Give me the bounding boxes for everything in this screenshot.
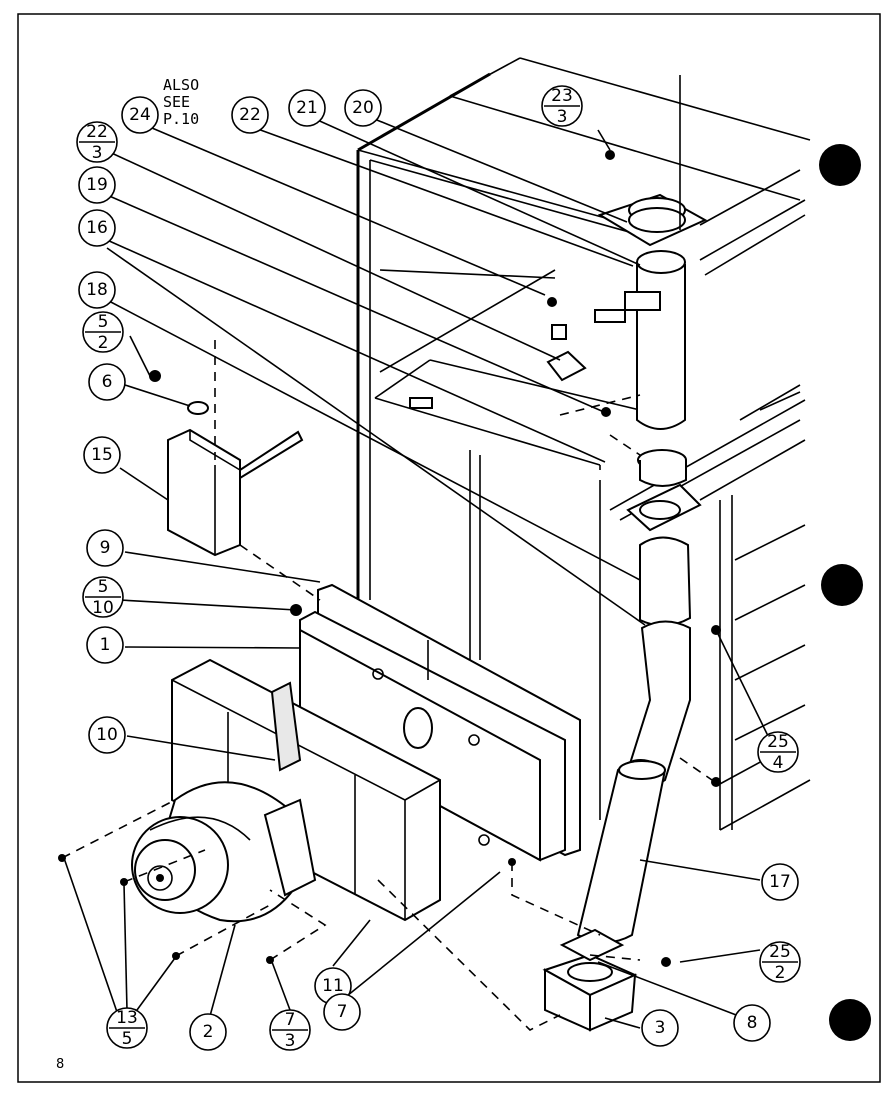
callout-21: 21 [288, 89, 326, 127]
fraction-callout-5-2: 5 2 [82, 311, 124, 353]
fraction-callout-25-4: 25 4 [757, 731, 799, 773]
cabinet-frame [356, 57, 811, 831]
callout-7-label: 7 [337, 1002, 348, 1022]
also-see-note: ALSO SEE P.10 [163, 76, 199, 128]
callout-24: 24 [121, 96, 159, 134]
fraction-25-4-top: 25 [767, 732, 789, 752]
fraction-7-3-top: 7 [285, 1010, 296, 1030]
fraction-callouts: 23 3 22 3 5 2 5 10 25 4 [76, 85, 801, 1051]
fraction-23-3-top: 23 [551, 86, 573, 106]
fraction-callout-7-3: 7 3 [269, 1009, 311, 1051]
callout-19-label: 19 [86, 175, 108, 195]
callout-3: 3 [641, 1009, 679, 1047]
callout-15-label: 15 [91, 445, 113, 465]
callout-6-label: 6 [102, 372, 113, 392]
callout-22: 22 [231, 96, 269, 134]
fraction-25-4-bottom: 4 [773, 753, 784, 773]
blower-assembly [131, 781, 317, 923]
fraction-5-10-bottom: 10 [92, 598, 114, 618]
callout-2: 2 [189, 1013, 227, 1051]
binder-hole-bottom [829, 999, 871, 1041]
callout-1-label: 1 [100, 635, 111, 655]
part-15-box [167, 401, 304, 557]
front-panel [171, 658, 441, 922]
upper-vent-assembly [597, 75, 708, 430]
callout-20: 20 [344, 89, 382, 127]
callout-9: 9 [86, 529, 124, 567]
page-number: 8 [56, 1057, 64, 1072]
callout-17: 17 [761, 863, 799, 901]
callout-22-label: 22 [239, 105, 261, 125]
callout-24-label: 24 [129, 105, 151, 125]
callout-2-label: 2 [203, 1022, 214, 1042]
binder-hole-top [819, 144, 861, 186]
fraction-25-2-bottom: 2 [775, 963, 786, 983]
callouts: 24 22 21 20 19 16 18 6 15 9 1 10 2 11 7 … [78, 89, 799, 1051]
flue-collars [626, 449, 702, 532]
fraction-13-5-bottom: 5 [122, 1029, 133, 1049]
callout-18: 18 [78, 271, 116, 309]
callout-7: 7 [323, 993, 361, 1031]
bottom-collar [542, 928, 638, 1032]
fraction-callout-25-2: 25 2 [759, 941, 801, 983]
fraction-5-2-top: 5 [98, 312, 109, 332]
note-line-2: SEE [163, 93, 190, 111]
callout-10-label: 10 [96, 725, 118, 745]
note-line-1: ALSO [163, 76, 199, 94]
callout-1: 1 [86, 626, 124, 664]
fraction-25-2-top: 25 [769, 942, 791, 962]
leader-lines [63, 117, 771, 1029]
fraction-5-10-top: 5 [98, 577, 109, 597]
callout-6: 6 [88, 363, 126, 401]
fraction-22-3-bottom: 3 [92, 143, 103, 163]
callout-15: 15 [83, 436, 121, 474]
callout-21-label: 21 [296, 98, 318, 118]
fasteners [58, 150, 721, 967]
fraction-7-3-bottom: 3 [285, 1031, 296, 1051]
callout-3-label: 3 [655, 1018, 666, 1038]
binder-hole-middle [821, 564, 863, 606]
callout-16-label: 16 [86, 218, 108, 238]
fraction-callout-22-3: 22 3 [76, 121, 118, 163]
callout-9-label: 9 [100, 538, 111, 558]
flue-pipe-sections [576, 536, 692, 944]
callout-18-label: 18 [86, 280, 108, 300]
note-line-3: P.10 [163, 110, 199, 128]
fraction-callout-23-3: 23 3 [541, 85, 583, 127]
callout-17-label: 17 [769, 872, 791, 892]
fraction-13-5-top: 13 [116, 1008, 138, 1028]
fraction-22-3-top: 22 [86, 122, 108, 142]
callout-19: 19 [78, 166, 116, 204]
callout-20-label: 20 [352, 98, 374, 118]
fraction-23-3-bottom: 3 [557, 107, 568, 127]
fraction-5-2-bottom: 2 [98, 333, 109, 353]
callout-8-label: 8 [747, 1013, 758, 1033]
callout-8: 8 [733, 1004, 771, 1042]
callout-10: 10 [88, 716, 126, 754]
callout-11-label: 11 [322, 976, 344, 996]
fraction-callout-13-5: 13 5 [106, 1007, 148, 1049]
heat-exchanger-panels [299, 583, 581, 862]
callout-16: 16 [78, 209, 116, 247]
fraction-callout-5-10: 5 10 [82, 576, 124, 618]
